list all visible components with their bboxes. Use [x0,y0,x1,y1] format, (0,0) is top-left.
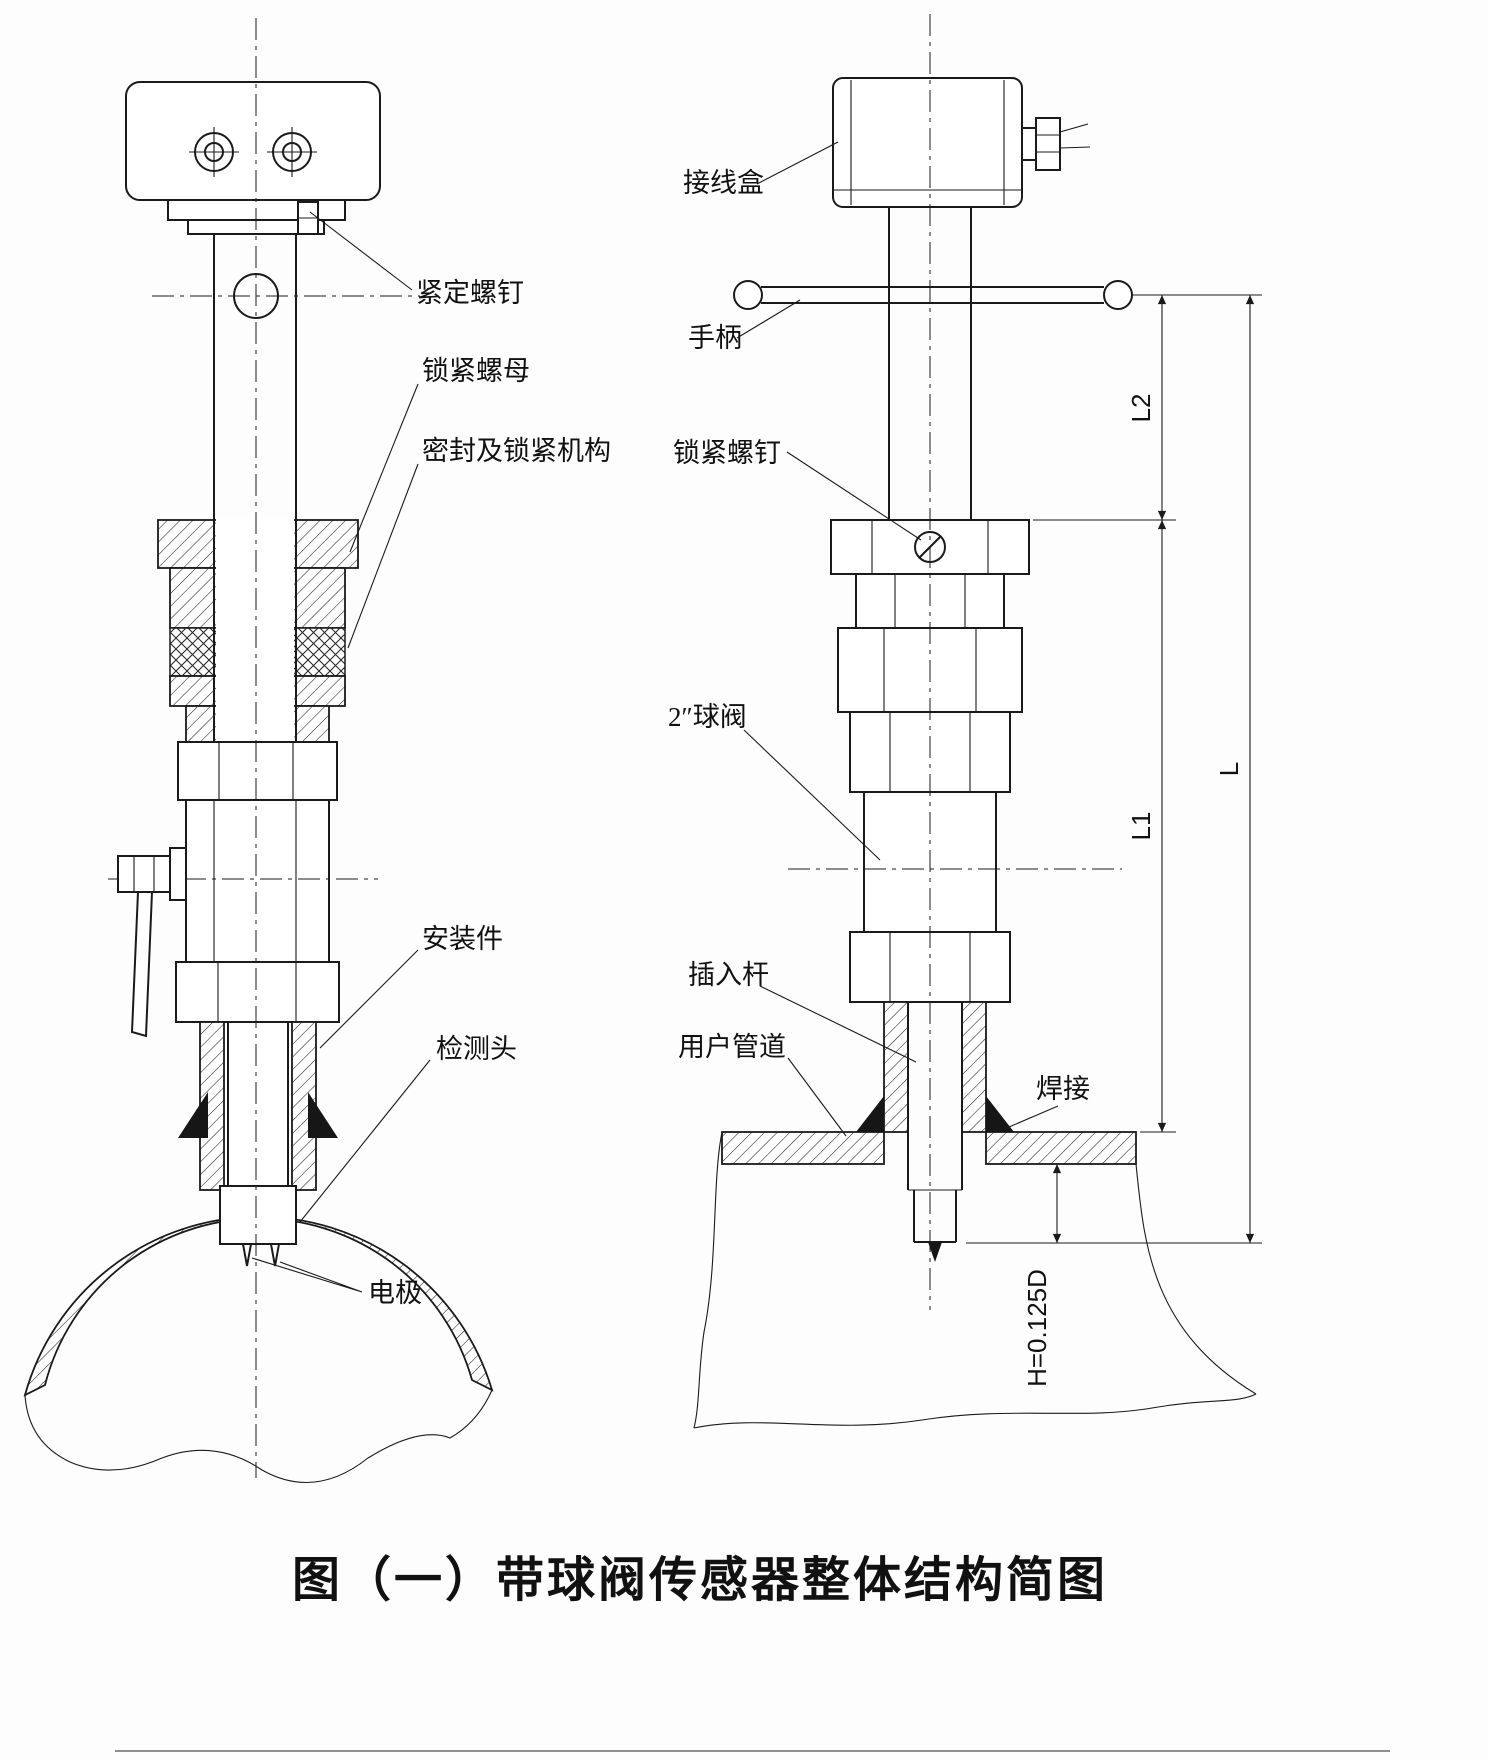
ball-valve-body-left [108,799,378,963]
insertion-rod [907,1002,963,1262]
figure-title: 图（一）带球阀传感器整体结构简图 [292,1554,1108,1607]
label-lock-nut: 锁紧螺母 [422,356,530,386]
leader-insertion-rod [759,985,917,1063]
dim-label-L: L [1214,762,1244,776]
leader-locking-screw [786,451,922,541]
leader-detection-head [299,1059,431,1223]
pipe-wall-right [985,1131,1137,1165]
leader-mounting-part [319,949,419,1049]
welded-socket [721,1001,1137,1165]
handle-knob [733,280,763,310]
label-junction-box: 接线盒 [683,168,764,198]
label-handle: 手柄 [688,323,742,353]
weld-fillet [856,1096,884,1132]
leader-ball-valve [743,729,881,861]
handle-lever [130,891,154,1038]
detection-head-assembly [219,1185,297,1267]
rod-tip [928,1242,942,1262]
hex-nut-upper [177,741,338,801]
cable-gland [1021,117,1091,171]
leader-junction-box [756,141,839,185]
dimensions: L2 L1 L H=0.125D [966,294,1262,1387]
weld-fillet [308,1092,338,1138]
seal-lock-mechanism [157,519,359,743]
left-view-section: 紧定螺钉 锁紧螺母 密封及锁紧机构 安装件 检测头 电极 [23,18,611,1484]
label-seal-mechanism: 密封及锁紧机构 [422,436,611,466]
weld-fillet [178,1092,208,1138]
label-locking-screw: 锁紧螺钉 [673,438,781,468]
leader-electrode [251,1257,363,1293]
pipe-break-line [24,1389,493,1484]
label-mounting-part: 安装件 [422,924,503,954]
label-set-screw: 紧定螺钉 [416,278,524,308]
hex-nut-lower [175,961,340,1023]
label-ball-valve: 2″球阀 [668,702,747,732]
electrode-pin [241,1243,253,1267]
user-pipe-outline [693,1131,1257,1429]
electrode-pin [269,1243,281,1267]
leader-handle [736,299,801,339]
mounting-sleeve [178,1021,338,1191]
valve-handle-right [733,280,1133,310]
handle-bolt [117,855,171,893]
label-user-pipe: 用户管道 [678,1032,786,1062]
dim-label-L1: L1 [1126,812,1156,841]
junction-box-right [832,77,1091,208]
valve-handle-left [117,847,187,1038]
label-welding: 焊接 [1036,1074,1090,1104]
leader-welding [1001,1105,1059,1131]
dim-label-L2: L2 [1126,394,1156,423]
pipe-wall-left [721,1131,885,1165]
dim-label-H: H=0.125D [1022,1269,1052,1387]
handle-knob [1103,280,1133,310]
leader-set-screw [309,211,413,291]
leader-seal-mechanism [347,463,419,649]
junction-box-left [125,81,381,201]
label-detection-head: 检测头 [436,1034,517,1064]
label-insertion-rod: 插入杆 [688,960,769,990]
leader-user-pipe [787,1057,847,1137]
right-view-outline: L2 L1 L H=0.125D 接线盒 手柄 锁紧螺钉 2″球阀 插入杆 用户… [668,14,1262,1429]
weld-fillet [986,1096,1014,1132]
label-electrode: 电极 [368,1278,422,1308]
leader-lock-nut [349,383,419,553]
detection-head [219,1185,297,1245]
ball-valve-right [788,711,1122,1003]
